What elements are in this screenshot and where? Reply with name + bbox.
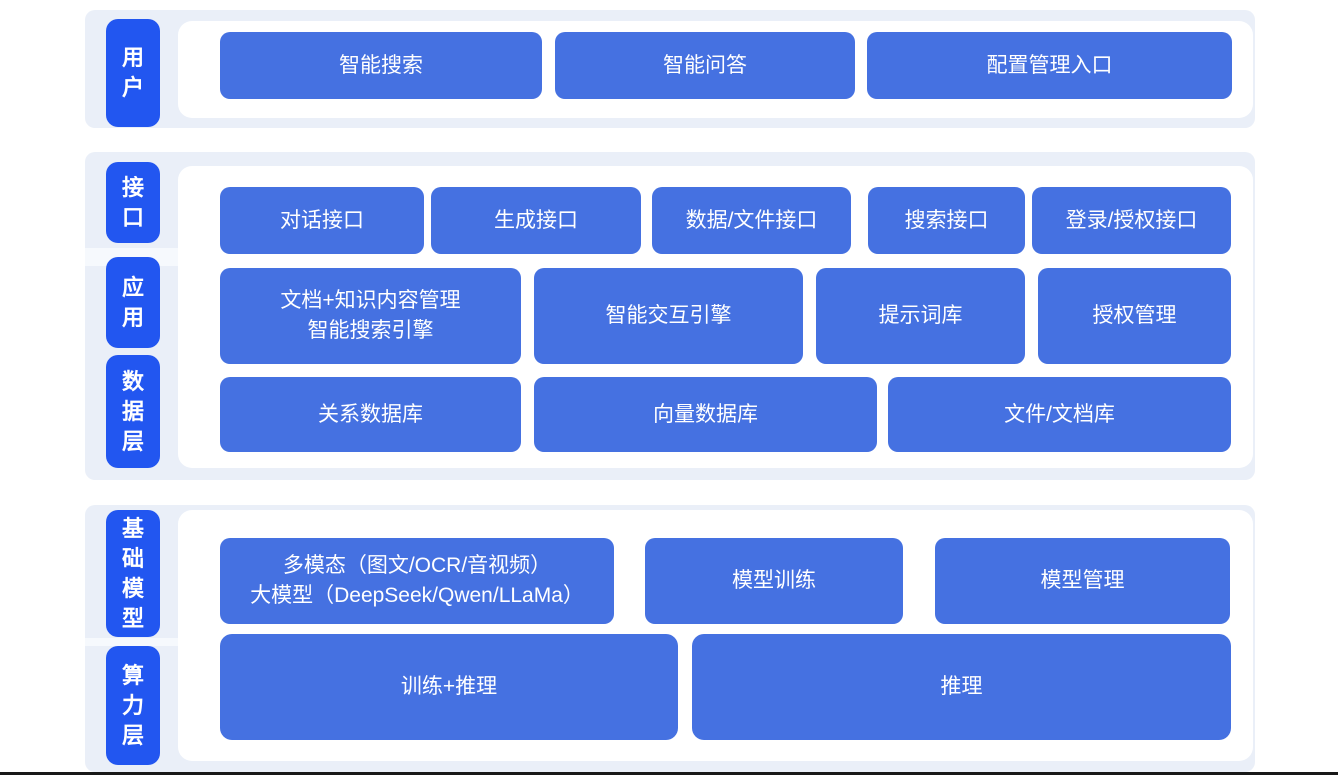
block-training-inference: 训练+推理 xyxy=(220,634,678,740)
layer-label-foundation-model: 基础模型 xyxy=(106,510,160,637)
layer-label-interface: 接口 xyxy=(106,162,160,243)
block-interaction-engine: 智能交互引擎 xyxy=(534,268,803,364)
block-inference: 推理 xyxy=(692,634,1231,740)
label-gutter-divider xyxy=(85,638,178,646)
block-relational-db: 关系数据库 xyxy=(220,377,521,452)
block-generation-api: 生成接口 xyxy=(431,187,641,254)
layer-label-application: 应用 xyxy=(106,257,160,348)
block-line-2: 大模型（DeepSeek/Qwen/LLaMa） xyxy=(250,584,584,607)
block-login-auth-api: 登录/授权接口 xyxy=(1032,187,1231,254)
block-doc-knowledge-search-engine: 文档+知识内容管理 智能搜索引擎 xyxy=(220,268,521,364)
layer-label-compute: 算力层 xyxy=(106,646,160,765)
bottom-border-line xyxy=(0,772,1338,775)
block-smart-search: 智能搜索 xyxy=(220,32,542,99)
layer-label-data-layer: 数据层 xyxy=(106,355,160,468)
block-line-1: 多模态（图文/OCR/音视频） xyxy=(282,554,552,578)
block-search-api: 搜索接口 xyxy=(868,187,1025,254)
block-model-management: 模型管理 xyxy=(935,538,1230,624)
block-dialog-api: 对话接口 xyxy=(220,187,424,254)
block-auth-management: 授权管理 xyxy=(1038,268,1231,364)
block-smart-qa: 智能问答 xyxy=(555,32,855,99)
block-line-1: 文档+知识内容管理 xyxy=(280,289,461,313)
block-line-2: 智能搜索引擎 xyxy=(307,319,434,342)
block-data-file-api: 数据/文件接口 xyxy=(652,187,851,254)
block-model-training: 模型训练 xyxy=(645,538,903,624)
block-config-management-entry: 配置管理入口 xyxy=(867,32,1232,99)
block-vector-db: 向量数据库 xyxy=(534,377,877,452)
block-multimodal-llm: 多模态（图文/OCR/音视频） 大模型（DeepSeek/Qwen/LLaMa） xyxy=(220,538,614,624)
block-prompt-library: 提示词库 xyxy=(816,268,1025,364)
layer-label-user: 用户 xyxy=(106,19,160,127)
block-file-doc-store: 文件/文档库 xyxy=(888,377,1231,452)
